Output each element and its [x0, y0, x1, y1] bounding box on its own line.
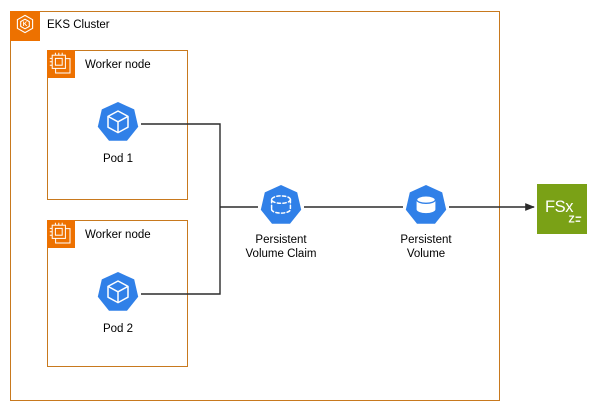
kubernetes-pod-icon — [95, 270, 141, 316]
eks-cluster-boundary — [10, 11, 500, 401]
worker-node-2-label: Worker node — [85, 229, 151, 241]
worker-node-icon — [47, 220, 75, 248]
persistent-volume-claim-label: Persistent Volume Claim — [245, 234, 317, 260]
svg-text:FSx: FSx — [545, 198, 574, 216]
kubernetes-pod-icon — [95, 100, 141, 146]
svg-text:Z: Z — [569, 215, 575, 226]
pod-1-label: Pod 1 — [102, 153, 134, 165]
svg-text:K: K — [23, 21, 28, 28]
amazon-fsx-icon: FSx Z — [537, 184, 587, 234]
kubernetes-pvc-icon — [258, 183, 304, 229]
worker-node-icon — [47, 50, 75, 78]
eks-cluster-icon: K — [10, 11, 40, 41]
persistent-volume-label: Persistent Volume — [400, 234, 452, 260]
eks-cluster-label: EKS Cluster — [47, 19, 110, 31]
pod-2-label: Pod 2 — [102, 323, 134, 335]
worker-node-1-label: Worker node — [85, 59, 151, 71]
kubernetes-pv-icon — [403, 183, 449, 229]
